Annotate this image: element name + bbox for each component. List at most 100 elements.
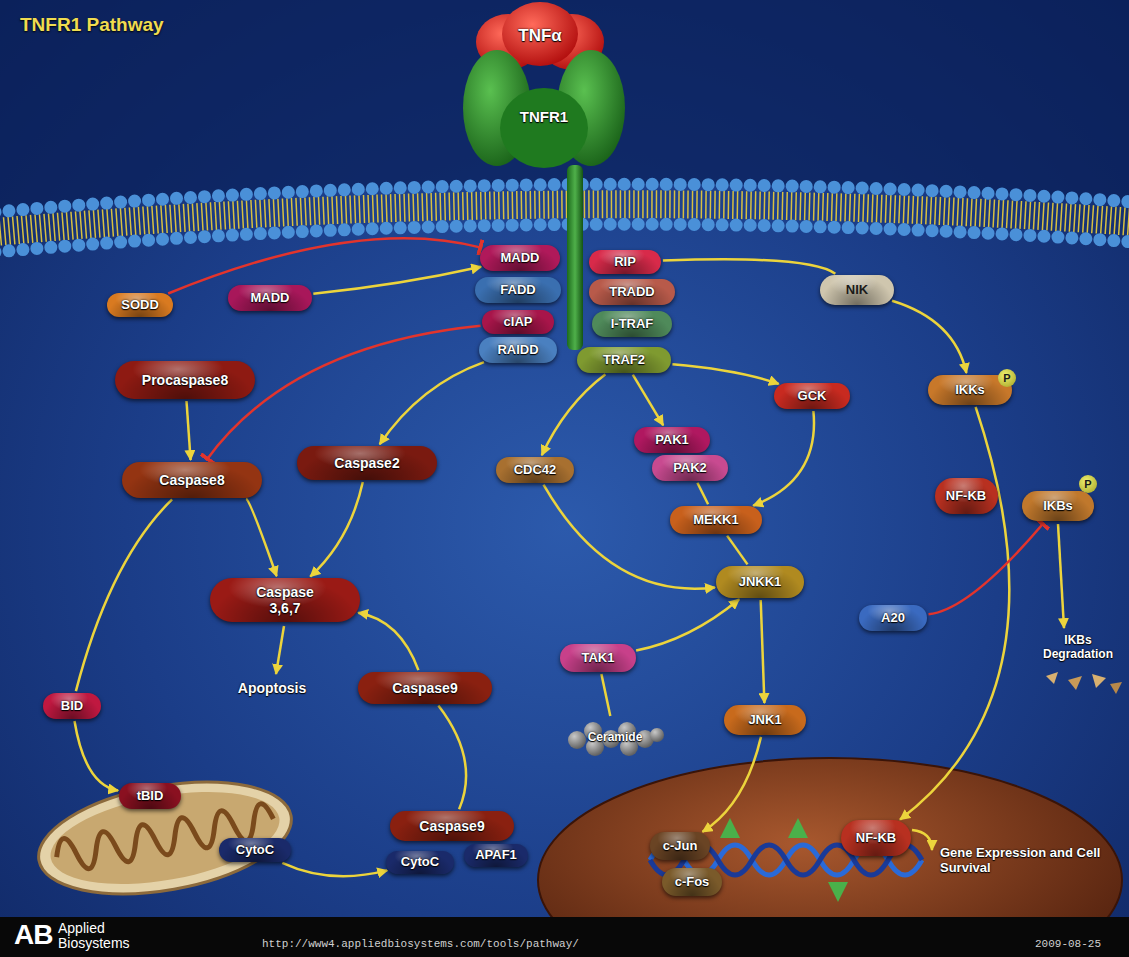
activation-arrow (438, 706, 466, 810)
node-text: Procaspase8 (142, 372, 228, 388)
source-url: http://www4.appliedbiosystems.com/tools/… (262, 938, 579, 951)
protein-node: cIAP (482, 310, 554, 334)
node-text: TRADD (609, 285, 655, 300)
activation-arrow (636, 599, 739, 650)
node-text: Ceramide (588, 731, 643, 745)
protein-node: Procaspase8 (115, 361, 255, 399)
fragment (1092, 674, 1106, 688)
activation-arrow (187, 401, 191, 460)
dna-marker (828, 882, 848, 902)
node-text: JNKK1 (739, 575, 782, 590)
node-text: IKBs (1043, 499, 1073, 514)
outcome-arrow (912, 830, 932, 850)
activation-arrow (753, 411, 814, 506)
lipid-heads (0, 224, 1129, 252)
activation-arrow (703, 737, 762, 832)
protein-node: BID (43, 693, 101, 719)
protein-node: MEKK1 (670, 506, 762, 534)
node-text: Caspase9 (392, 680, 457, 696)
node-text: FADD (500, 283, 535, 298)
node-text: NIK (846, 283, 868, 298)
protein-node: TRADD (589, 279, 675, 305)
node-text: NF-KB (856, 831, 896, 846)
node-text: Caspase9 (419, 818, 484, 834)
atom (568, 731, 586, 749)
footer-band (0, 917, 1129, 957)
protein-node: RIP (589, 250, 661, 274)
protein-node: SODD (107, 293, 173, 317)
protein-node: Caspase9 (390, 811, 514, 841)
protein-node: MADD (480, 245, 560, 271)
atom (650, 728, 664, 742)
phospho-mark: P (998, 369, 1016, 387)
node-text: BID (61, 699, 83, 714)
protein-node: CytoC (219, 838, 291, 862)
node-text: I-TRAF (611, 317, 654, 332)
activation-arrow (697, 483, 708, 504)
activation-arrow (633, 375, 663, 426)
activation-arrow (76, 499, 172, 691)
activation-arrow (75, 721, 119, 791)
ligand-lobe (502, 2, 578, 66)
mito-membrane (30, 765, 300, 912)
node-text: cIAP (504, 315, 533, 330)
protein-node: PAK2 (652, 455, 728, 481)
node-text: APAF1 (475, 848, 517, 863)
activation-arrow (672, 364, 778, 384)
outcome-label: Gene Expression and Cell Survival (940, 846, 1110, 876)
protein-node: c-Jun (650, 832, 710, 860)
receptor-shape (459, 30, 629, 170)
activation-arrow (282, 863, 387, 876)
node-text: CytoC (401, 855, 439, 870)
lipid-heads (0, 184, 1129, 212)
node-text: MEKK1 (693, 513, 739, 528)
company-name: Applied Biosystems (58, 921, 142, 951)
protein-node: IKBs (1022, 491, 1094, 521)
inhibition-line (929, 523, 1045, 615)
protein-node: c-Fos (662, 868, 722, 896)
protein-node: Caspase 3,6,7 (210, 578, 360, 622)
logo-mark: AB (14, 921, 52, 949)
activation-arrow (727, 536, 747, 565)
protein-node: TRAF2 (577, 347, 671, 373)
activation-arrow (313, 267, 481, 294)
node-text: MADD (501, 251, 540, 266)
activation-arrow (380, 362, 484, 444)
activation-arrow (663, 259, 835, 273)
activation-arrow (544, 485, 715, 589)
node-text: IKKs (955, 383, 985, 398)
protein-node: CDC42 (496, 457, 574, 483)
node-text: Caspase 3,6,7 (240, 584, 330, 616)
node-text: NF-KB (946, 489, 986, 504)
node-text: MADD (251, 291, 290, 306)
dna-marker (788, 818, 808, 838)
activation-arrow (246, 499, 277, 576)
phospho-mark: P (1079, 475, 1097, 493)
activation-arrow (358, 613, 418, 670)
node-text: RIP (614, 255, 636, 270)
protein-node: tBID (119, 783, 181, 809)
protein-node: Caspase2 (297, 446, 437, 480)
protein-node: CytoC (386, 851, 454, 874)
protein-node: NF-KB (935, 478, 998, 514)
activation-arrow (542, 374, 606, 455)
inhibition-line (168, 238, 482, 293)
node-text: Caspase2 (334, 455, 399, 471)
activation-arrow (892, 301, 966, 373)
protein-node: RAIDD (479, 337, 557, 363)
node-text: c-Fos (675, 875, 710, 890)
protein-node: APAF1 (464, 844, 528, 867)
date-stamp: 2009-08-25 (1035, 938, 1101, 951)
receptor-stalk (567, 165, 583, 350)
molecule-node: Ceramide (565, 718, 665, 758)
node-text: PAK2 (673, 461, 707, 476)
node-text: PAK1 (655, 433, 689, 448)
protein-node: JNKK1 (716, 566, 804, 598)
fragment (1068, 676, 1082, 690)
protein-node: Caspase8 (122, 462, 262, 498)
protein-node: JNK1 (724, 705, 806, 735)
protein-node: PAK1 (634, 427, 710, 453)
dna-marker (720, 818, 740, 838)
node-text: Caspase8 (159, 472, 224, 488)
protein-node: I-TRAF (592, 311, 672, 337)
